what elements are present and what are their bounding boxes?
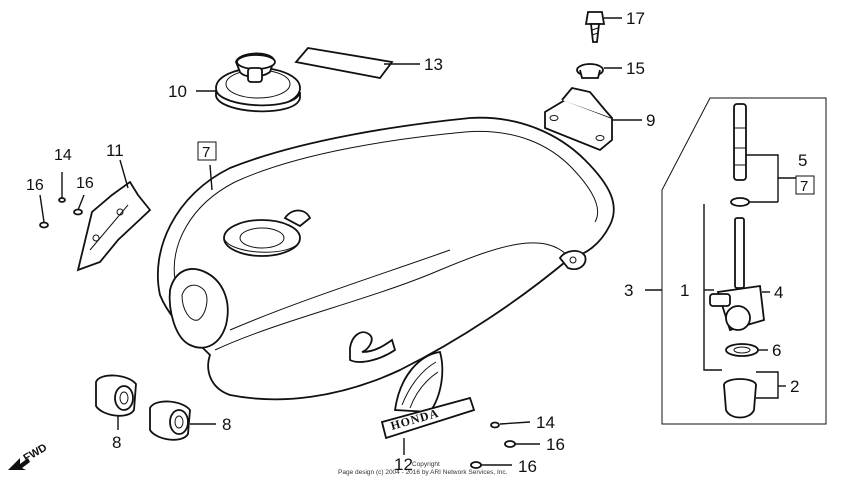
callout-12: 12 xyxy=(394,455,413,474)
fuel-cap xyxy=(215,52,301,113)
washer-15 xyxy=(576,63,604,79)
ref-box-7-cock xyxy=(795,175,815,195)
grommet-16-left-a xyxy=(39,194,49,229)
leader-lines xyxy=(117,17,796,466)
callout-16-left-b: 16 xyxy=(76,175,94,192)
side-emblem: HONDA xyxy=(380,350,476,440)
callout-15: 15 xyxy=(626,59,645,78)
callout-5: 5 xyxy=(798,151,807,170)
callout-16-right-b: 16 xyxy=(518,457,537,476)
grommet-16-right-a xyxy=(504,440,516,448)
cushion-rubber-left xyxy=(95,374,137,417)
screw-14-right xyxy=(490,421,500,429)
ref-box-7-tank xyxy=(197,141,217,161)
rear-bracket xyxy=(544,87,613,152)
callout-9: 9 xyxy=(646,111,655,130)
cushion-rubber-right xyxy=(149,400,191,441)
fuel-tank xyxy=(156,116,615,401)
callout-17: 17 xyxy=(626,9,645,28)
fuel-cock-assembly xyxy=(661,97,827,425)
ref-label-7-cock: 7 xyxy=(800,178,808,195)
callout-16-right-a: 16 xyxy=(546,435,565,454)
copyright-line-2: Page design (c) 2004 - 2016 by ARI Netwo… xyxy=(338,469,508,476)
fwd-arrow-icon xyxy=(8,458,30,470)
fwd-direction-marker: FWD xyxy=(8,442,49,470)
side-bracket xyxy=(76,180,152,272)
callout-14-left: 14 xyxy=(54,147,72,164)
grommet-16-right-b xyxy=(470,461,482,469)
callout-14-right: 14 xyxy=(536,413,555,432)
callout-8-right: 8 xyxy=(222,415,231,434)
grommet-16-left-b xyxy=(73,194,85,216)
callout-13: 13 xyxy=(424,55,443,74)
callout-4: 4 xyxy=(774,283,783,302)
ref-label-7-tank: 7 xyxy=(202,144,210,161)
callout-8-left: 8 xyxy=(112,433,121,452)
callout-1: 1 xyxy=(680,281,689,300)
bolt-17 xyxy=(584,11,606,43)
callout-11: 11 xyxy=(106,141,124,160)
callout-16-left-a: 16 xyxy=(26,177,44,194)
fwd-label: FWD xyxy=(22,442,50,465)
callout-2: 2 xyxy=(790,377,799,396)
callout-3: 3 xyxy=(624,281,633,300)
callout-6: 6 xyxy=(772,341,781,360)
callout-10: 10 xyxy=(168,82,187,101)
copyright-line-1: Copyright xyxy=(412,461,440,468)
screw-14-left xyxy=(58,172,66,203)
emblem-sticker xyxy=(294,47,394,79)
